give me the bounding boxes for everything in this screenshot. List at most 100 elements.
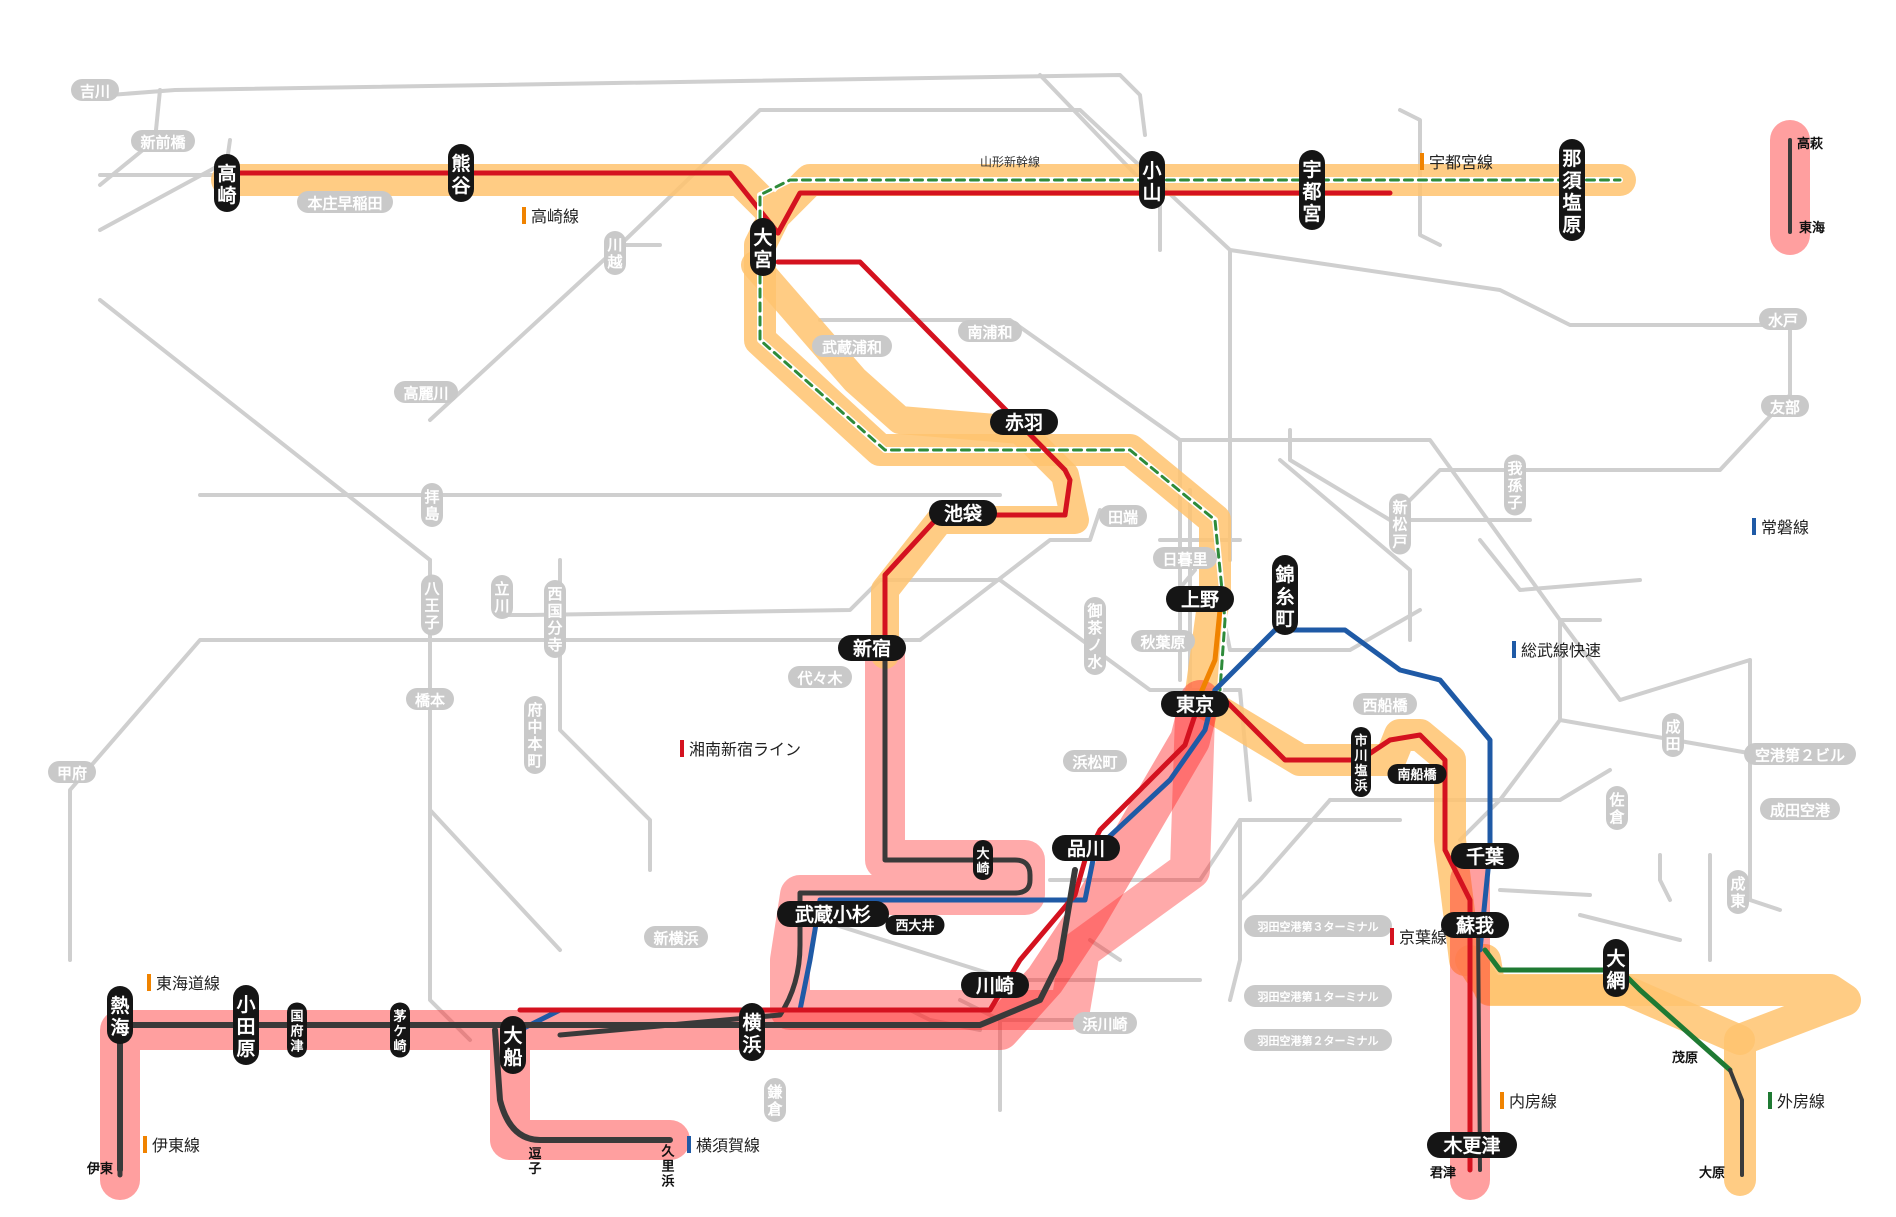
legend-color	[143, 1135, 147, 1153]
bg-label-tachikawa: 立川	[491, 575, 513, 619]
legend-sobu-rapid: 総武線快速	[1512, 637, 1601, 661]
legend-uchibo: 内房線	[1500, 1088, 1557, 1112]
station-oyama: 小山	[1139, 151, 1165, 209]
svg-text:都: 都	[1301, 181, 1321, 203]
station-takahagi: 高萩	[1797, 136, 1823, 152]
svg-text:我: 我	[1507, 460, 1522, 478]
svg-text:日暮里: 日暮里	[1162, 551, 1207, 569]
legend-keiyo: 京葉線	[1390, 924, 1447, 948]
station-musashikosugi: 武蔵小杉	[777, 901, 889, 927]
legend-label: 外房線	[1777, 1092, 1826, 1111]
svg-text:孫: 孫	[1507, 477, 1522, 495]
legend-label: 高崎線	[531, 207, 580, 226]
station-ueno: 上野	[1166, 586, 1234, 612]
legend-utsunomiya: 宇都宮線	[1420, 149, 1493, 173]
svg-text:大: 大	[753, 226, 772, 249]
svg-text:新前橋: 新前橋	[140, 134, 186, 152]
svg-text:本庄早稲田: 本庄早稲田	[307, 195, 382, 213]
bg-label-shinmaebashi: 新前橋	[131, 130, 195, 152]
bg-label-honjowaseda: 本庄早稲田	[297, 191, 393, 213]
svg-text:高: 高	[217, 162, 236, 185]
svg-text:秋葉原: 秋葉原	[1140, 634, 1185, 652]
legend-color	[680, 739, 684, 757]
legend-color	[1390, 927, 1394, 945]
legend-color	[1768, 1091, 1772, 1109]
bg-label-airport2: 空港第２ビル	[1744, 743, 1856, 765]
utsunomiya-line	[775, 190, 1393, 236]
station-minamifunabashi: 南船橋	[1387, 764, 1447, 784]
station-shinjuku: 新宿	[838, 635, 906, 661]
bg-label-minamiurawa: 南浦和	[958, 320, 1022, 342]
svg-text:塩: 塩	[1562, 191, 1581, 214]
svg-text:中: 中	[527, 718, 542, 736]
svg-text:国: 国	[290, 1010, 303, 1025]
svg-text:里: 里	[661, 1160, 674, 1175]
svg-text:須: 須	[1562, 170, 1582, 192]
svg-text:町: 町	[1275, 608, 1294, 630]
svg-text:上野: 上野	[1181, 589, 1219, 611]
legend-color	[687, 1135, 691, 1153]
legend-color	[1512, 640, 1516, 658]
colored-lines	[117, 138, 1792, 1178]
svg-text:崎: 崎	[217, 184, 236, 207]
svg-text:西大井: 西大井	[895, 918, 934, 934]
svg-text:谷: 谷	[451, 175, 471, 197]
bg-label-haneda3: 羽田空港第３ターミナル	[1244, 915, 1392, 937]
bg-label-nippori: 日暮里	[1153, 547, 1217, 569]
legend-color	[1500, 1091, 1504, 1109]
svg-text:南浦和: 南浦和	[967, 324, 1012, 342]
svg-text:逗: 逗	[528, 1147, 541, 1162]
station-atami: 熱海	[107, 986, 133, 1044]
svg-text:宮: 宮	[1302, 202, 1321, 225]
legend-shonan-shinjuku: 湘南新宿ライン	[680, 736, 801, 760]
bg-label-tomobe: 友部	[1761, 395, 1809, 417]
svg-text:武蔵小杉: 武蔵小杉	[795, 903, 871, 926]
svg-text:浜: 浜	[742, 1034, 761, 1056]
station-yokohama: 横浜	[739, 1003, 765, 1061]
svg-text:八: 八	[423, 580, 440, 598]
svg-text:津: 津	[290, 1039, 303, 1055]
svg-text:倉: 倉	[1608, 808, 1625, 826]
station-soga: 蘇我	[1441, 912, 1509, 938]
legend-label: 東海道線	[156, 974, 221, 993]
keiyo-line	[1222, 697, 1473, 1173]
svg-text:小: 小	[236, 994, 255, 1016]
svg-text:川崎: 川崎	[975, 974, 1014, 997]
background-station-labels: 新前橋本庄早稲田新横浜八王子立川西国分寺橋本府中本町代々木御茶ノ水秋葉原日暮里田…	[48, 79, 1856, 1122]
svg-text:熊: 熊	[451, 152, 470, 175]
legend-takasaki: 高崎線	[522, 203, 579, 227]
legend-label: 常磐線	[1761, 518, 1810, 537]
station-kinshicho: 錦糸町	[1272, 555, 1298, 635]
svg-text:西: 西	[547, 585, 562, 603]
station-kawasaki: 川崎	[961, 972, 1029, 998]
svg-text:子: 子	[424, 614, 439, 632]
station-kisarazu: 木更津	[1427, 1132, 1517, 1158]
svg-text:吉川: 吉川	[80, 83, 110, 101]
bg-label-tabata: 田端	[1099, 505, 1147, 527]
station-ohara: 大原	[1699, 1165, 1725, 1181]
svg-text:代々木: 代々木	[796, 670, 843, 688]
bg-label-kofu: 甲府	[48, 761, 96, 783]
station-osaki: 大崎	[973, 840, 993, 880]
station-shinagawa: 品川	[1052, 835, 1120, 861]
svg-text:ケ: ケ	[393, 1025, 406, 1040]
bg-label-sakura: 佐倉	[1606, 786, 1628, 830]
svg-text:南船橋: 南船橋	[1397, 767, 1437, 783]
bg-label-naruto: 成東	[1727, 870, 1749, 914]
svg-text:松: 松	[1392, 516, 1407, 534]
svg-text:塩: 塩	[1354, 763, 1367, 779]
svg-text:川: 川	[1353, 749, 1367, 764]
bg-label-yoyogi: 代々木	[788, 666, 852, 688]
bg-label-nishifunabashi: 西船橋	[1353, 693, 1417, 715]
legend-label: 総武線快速	[1521, 641, 1602, 660]
svg-text:君津: 君津	[1430, 1165, 1456, 1181]
bg-label-hachioji: 八王子	[421, 574, 443, 636]
bg-label-abiko: 我孫子	[1504, 454, 1526, 516]
station-ofuna: 大船	[500, 1016, 526, 1074]
bg-label-akihabara: 秋葉原	[1131, 630, 1195, 652]
tokaido-line	[517, 697, 1203, 1013]
svg-text:王: 王	[424, 597, 439, 615]
